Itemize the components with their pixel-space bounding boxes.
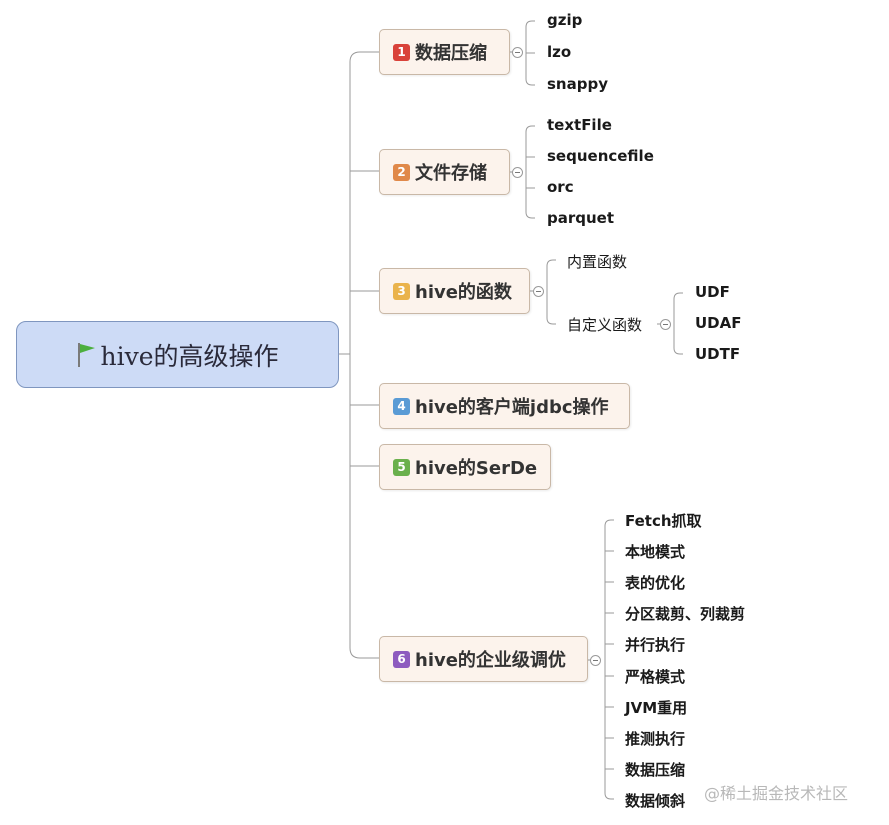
leaf-udf[interactable]: UDF <box>695 283 730 301</box>
topic-label: hive的SerDe <box>415 458 538 479</box>
leaf-strict-mode[interactable]: 严格模式 <box>625 668 686 686</box>
collapse-toggle-icon[interactable] <box>512 47 523 58</box>
leaf-sequencefile[interactable]: sequencefile <box>547 147 654 165</box>
priority-4-icon: 4 <box>393 397 410 415</box>
leaf-snappy[interactable]: snappy <box>547 75 608 93</box>
root-topic[interactable]: hive的高级操作 <box>16 321 339 388</box>
priority-2-icon: 2 <box>393 163 410 181</box>
topic-file-storage[interactable]: 2 文件存储 <box>379 149 510 195</box>
leaf-table-optimization[interactable]: 表的优化 <box>625 574 686 592</box>
leaf-parquet[interactable]: parquet <box>547 209 615 227</box>
priority-6-icon: 6 <box>393 650 410 668</box>
topic-hive-jdbc-client[interactable]: 4 hive的客户端jdbc操作 <box>379 383 630 429</box>
leaf-textfile[interactable]: textFile <box>547 116 612 134</box>
leaf-data-skew[interactable]: 数据倾斜 <box>625 792 686 810</box>
leaf-data-compression[interactable]: 数据压缩 <box>625 761 686 779</box>
leaf-jvm-reuse[interactable]: JVM重用 <box>625 699 688 717</box>
topic-label: 文件存储 <box>415 163 487 184</box>
leaf-lzo[interactable]: lzo <box>547 43 572 61</box>
topic-label: hive的函数 <box>415 282 512 303</box>
collapse-toggle-icon[interactable] <box>590 655 601 666</box>
collapse-toggle-icon[interactable] <box>660 319 671 330</box>
priority-3-icon: 3 <box>393 282 410 300</box>
root-label: hive的高级操作 <box>100 341 279 371</box>
topic-hive-serde[interactable]: 5 hive的SerDe <box>379 444 551 490</box>
leaf-udtf[interactable]: UDTF <box>695 345 741 363</box>
leaf-orc[interactable]: orc <box>547 178 574 196</box>
leaf-local-mode[interactable]: 本地模式 <box>625 543 686 561</box>
topic-label: hive的企业级调优 <box>415 650 566 671</box>
priority-1-icon: 1 <box>393 43 410 61</box>
watermark: @稀土掘金技术社区 <box>704 784 849 803</box>
topic-data-compression[interactable]: 1 数据压缩 <box>379 29 510 75</box>
topic-hive-functions[interactable]: 3 hive的函数 <box>379 268 530 314</box>
leaf-gzip[interactable]: gzip <box>547 11 583 29</box>
topic-label: hive的客户端jdbc操作 <box>415 397 609 418</box>
collapse-toggle-icon[interactable] <box>512 167 523 178</box>
priority-5-icon: 5 <box>393 458 410 476</box>
leaf-parallel-execution[interactable]: 并行执行 <box>625 636 686 654</box>
topic-hive-enterprise-tuning[interactable]: 6 hive的企业级调优 <box>379 636 588 682</box>
leaf-fetch[interactable]: Fetch抓取 <box>625 512 702 530</box>
flag-icon <box>78 342 96 367</box>
collapse-toggle-icon[interactable] <box>533 286 544 297</box>
leaf-partition-column-pruning[interactable]: 分区裁剪、列裁剪 <box>625 605 746 623</box>
leaf-builtin-functions[interactable]: 内置函数 <box>567 253 628 271</box>
leaf-custom-functions[interactable]: 自定义函数 <box>567 316 643 334</box>
leaf-udaf[interactable]: UDAF <box>695 314 742 332</box>
leaf-speculative-execution[interactable]: 推测执行 <box>625 730 686 748</box>
topic-label: 数据压缩 <box>415 43 487 64</box>
